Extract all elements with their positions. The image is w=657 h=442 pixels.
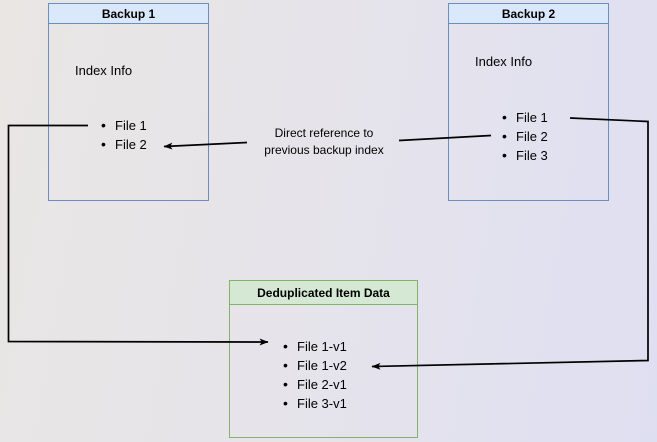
edge-label-line2: previous backup index (264, 143, 384, 157)
list-item: File 1-v2 (283, 356, 347, 375)
edge-label-line1: Direct reference to (274, 126, 374, 140)
backup2-box: Backup 2 (448, 3, 609, 201)
edge-label: Direct reference to previous backup inde… (240, 125, 408, 159)
list-item: File 1-v1 (283, 337, 347, 356)
backup2-title: Backup 2 (449, 4, 608, 24)
backup1-index-info-heading: Index Info (75, 63, 133, 78)
backup1-box: Backup 1 (48, 3, 209, 201)
list-item: File 3 (502, 146, 548, 165)
backup2-file-list: File 1 File 2 File 3 (502, 108, 548, 165)
list-item: File 1 (502, 108, 548, 127)
list-item: File 1 (101, 116, 147, 135)
list-item: File 2 (502, 127, 548, 146)
dedup-title: Deduplicated Item Data (230, 281, 417, 305)
list-item: File 3-v1 (283, 394, 347, 413)
list-item: File 2-v1 (283, 375, 347, 394)
backup1-file-list: File 1 File 2 (101, 116, 147, 154)
backup2-index-info-heading: Index Info (475, 54, 533, 69)
dedup-file-list: File 1-v1 File 1-v2 File 2-v1 File 3-v1 (283, 337, 347, 413)
backup1-title: Backup 1 (49, 4, 208, 24)
list-item: File 2 (101, 135, 147, 154)
